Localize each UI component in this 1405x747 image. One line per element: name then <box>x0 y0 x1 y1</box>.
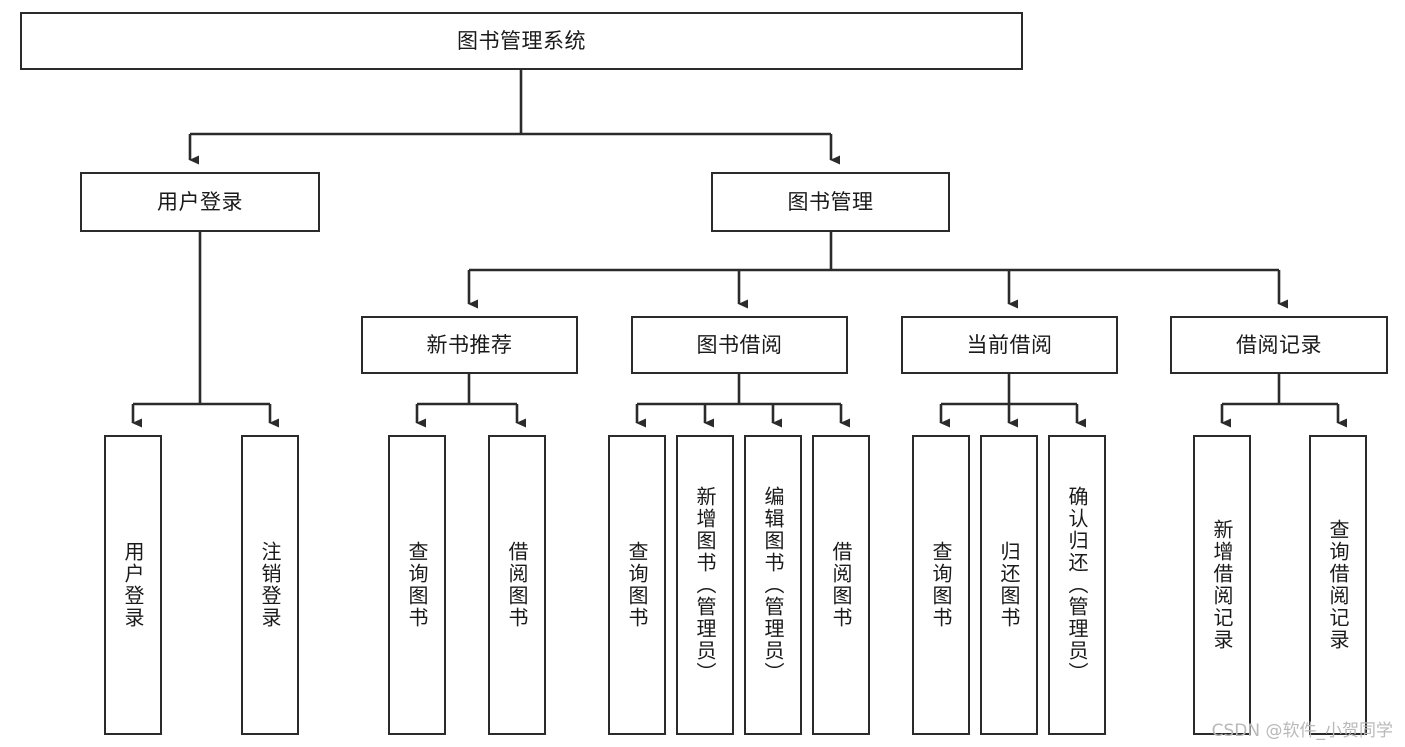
node-book-borrow[interactable]: 图书借阅 <box>631 316 848 374</box>
node-label-leaf-confirm-return: 确认归还（管理员） <box>1065 486 1089 684</box>
node-label-leaf-add-record: 新增借阅记录 <box>1210 519 1234 651</box>
node-label-current-borrow: 当前借阅 <box>966 332 1053 357</box>
node-label-leaf-user-login: 用户登录 <box>121 541 145 629</box>
node-label-leaf-add-book: 新增图书（管理员） <box>693 486 717 684</box>
node-leaf-query-book-2[interactable]: 查询图书 <box>608 435 666 735</box>
user-login-to-leaves-connectors <box>131 232 279 428</box>
node-root-book-management-system[interactable]: 图书管理系统 <box>20 12 1023 70</box>
node-user-login[interactable]: 用户登录 <box>80 172 320 232</box>
root-to-level1-connectors <box>188 70 840 165</box>
node-label-book-borrow: 图书借阅 <box>696 332 783 357</box>
node-label-leaf-query-book-3: 查询图书 <box>929 541 953 629</box>
node-label-book-manage: 图书管理 <box>787 189 874 214</box>
node-leaf-query-book-1[interactable]: 查询图书 <box>388 435 446 735</box>
node-leaf-add-book[interactable]: 新增图书（管理员） <box>676 435 734 735</box>
node-leaf-edit-book[interactable]: 编辑图书（管理员） <box>744 435 802 735</box>
node-leaf-query-book-3[interactable]: 查询图书 <box>912 435 970 735</box>
book-borrow-to-leaves-connectors <box>635 374 850 428</box>
node-label-leaf-query-record: 查询借阅记录 <box>1326 519 1350 651</box>
node-label-root: 图书管理系统 <box>457 28 586 53</box>
borrow-record-to-leaves-connectors <box>1220 374 1347 428</box>
new-book-recommend-to-leaves-connectors <box>415 374 526 428</box>
book-manage-to-level2-connectors <box>467 232 1288 309</box>
node-label-leaf-edit-book: 编辑图书（管理员） <box>761 486 785 684</box>
node-leaf-borrow-book-1[interactable]: 借阅图书 <box>488 435 546 735</box>
node-leaf-user-login[interactable]: 用户登录 <box>104 435 162 735</box>
node-label-user-login: 用户登录 <box>157 189 243 214</box>
node-label-leaf-user-logout: 注销登录 <box>258 541 282 629</box>
node-label-leaf-query-book-1: 查询图书 <box>405 541 429 629</box>
current-borrow-to-leaves-connectors <box>939 374 1086 428</box>
node-current-borrow[interactable]: 当前借阅 <box>901 316 1118 374</box>
node-new-book-recommend[interactable]: 新书推荐 <box>361 316 578 374</box>
node-borrow-record[interactable]: 借阅记录 <box>1170 316 1388 374</box>
node-label-new-book-recommend: 新书推荐 <box>426 332 513 357</box>
node-label-leaf-query-book-2: 查询图书 <box>625 541 649 629</box>
node-book-manage[interactable]: 图书管理 <box>711 172 950 232</box>
node-label-leaf-return-book: 归还图书 <box>997 541 1021 629</box>
node-label-borrow-record: 借阅记录 <box>1236 332 1322 357</box>
node-leaf-query-record[interactable]: 查询借阅记录 <box>1309 435 1367 735</box>
node-leaf-return-book[interactable]: 归还图书 <box>980 435 1038 735</box>
node-leaf-borrow-book-2[interactable]: 借阅图书 <box>812 435 870 735</box>
node-label-leaf-borrow-book-2: 借阅图书 <box>829 541 853 629</box>
node-label-leaf-borrow-book-1: 借阅图书 <box>505 541 529 629</box>
node-leaf-user-logout[interactable]: 注销登录 <box>241 435 299 735</box>
node-leaf-add-record[interactable]: 新增借阅记录 <box>1193 435 1251 735</box>
node-leaf-confirm-return[interactable]: 确认归还（管理员） <box>1048 435 1106 735</box>
